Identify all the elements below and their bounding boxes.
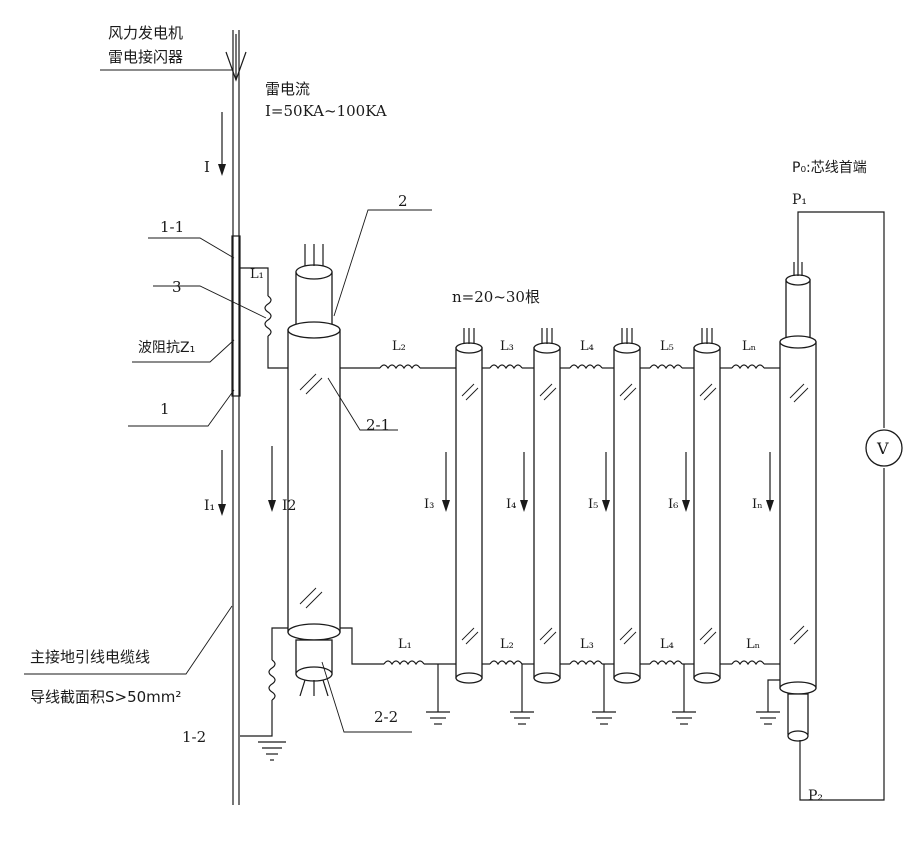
voltmeter-label: V (876, 439, 889, 458)
bottom-inductor-label: L₂ (500, 637, 514, 652)
ref-1-2-label: 1-2 (182, 728, 206, 746)
arrow-In (766, 452, 774, 512)
branch-cable-n (756, 262, 816, 741)
current-I2-label: I2 (282, 498, 296, 514)
inductor-L1-top (240, 268, 288, 368)
p1-label: P₁ (792, 192, 807, 208)
top-inductor-label: L₃ (500, 339, 514, 354)
ref-3-label: 3 (172, 278, 182, 296)
ref-1-1-label: 1-1 (160, 218, 184, 236)
arrow-I4 (520, 452, 528, 512)
main-cable-label: 主接地引线电缆线 (30, 648, 150, 666)
turbine-label-line2: 雷电接闪器 (108, 48, 183, 66)
arrow-I (218, 112, 226, 176)
cable-2 (288, 244, 340, 696)
bottom-inductor-label: Lₙ (746, 637, 760, 652)
impedance-label: 波阻抗Z₁ (138, 340, 195, 356)
branch-cable-6 (672, 328, 720, 724)
lightning-current-label: 雷电流 (265, 80, 310, 98)
ref-2-label: 2 (398, 192, 408, 210)
top-inductor-label: L₂ (392, 339, 406, 354)
bottom-inductor-label: L₃ (580, 637, 594, 652)
branch-current-label: I₃ (424, 497, 434, 512)
top-inductor-label: L₅ (660, 339, 674, 354)
turbine-label-line1: 风力发电机 (108, 24, 183, 42)
branch-cable-5 (592, 328, 640, 724)
branch-current-label: I₆ (668, 497, 678, 512)
ref-2-1-label: 2-1 (366, 416, 390, 434)
inductor-L1-top-label: L₁ (250, 267, 264, 282)
p2-label: P₂ (808, 788, 823, 804)
cross-section-label: 导线截面积S>50mm² (30, 688, 181, 706)
arrow-I1 (218, 450, 226, 516)
branch-current-label: I₅ (588, 497, 598, 512)
top-inductor-label: L₄ (580, 339, 594, 354)
p0-label: P₀:芯线首端 (792, 160, 867, 176)
current-I-label: I (204, 158, 210, 176)
inductor-ground-left (240, 628, 294, 760)
branch-current-label: Iₙ (752, 497, 763, 512)
bottom-inductor-label: L₄ (660, 637, 674, 652)
arrow-I2 (268, 446, 276, 512)
branch-cable-4 (510, 328, 560, 724)
branch-current-label: I₄ (506, 497, 516, 512)
arrow-I6 (682, 452, 690, 512)
ref-2-2-label: 2-2 (374, 708, 398, 726)
current-range-label: I=50KA~100KA (265, 102, 387, 120)
arrow-I5 (602, 452, 610, 512)
top-inductor-label: Lₙ (742, 339, 756, 354)
bottom-inductor-label: L₁ (398, 637, 412, 652)
ref-1-label: 1 (160, 400, 170, 418)
arrow-I3 (442, 452, 450, 512)
count-label: n=20~30根 (452, 288, 540, 306)
current-I1-label: I₁ (204, 498, 215, 514)
main-grounding-cable (226, 30, 246, 805)
